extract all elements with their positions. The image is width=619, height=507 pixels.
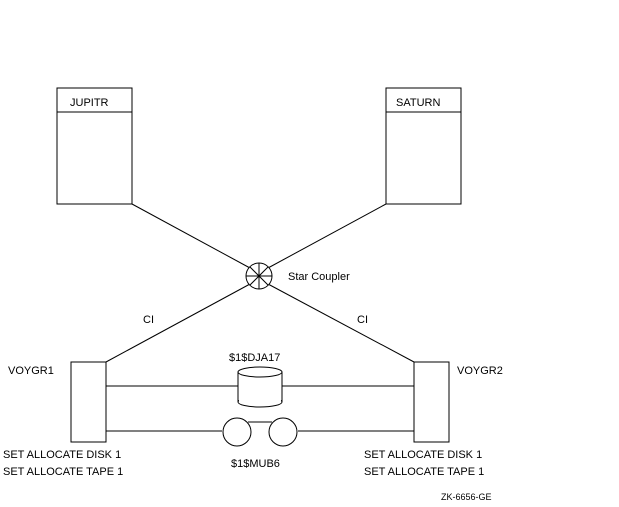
star-coupler: [245, 262, 273, 290]
voygr2-label: VOYGR2: [457, 365, 503, 377]
ci-label-left: CI: [143, 314, 154, 326]
saturn-node: SATURN: [385, 87, 462, 205]
voygr2-cmd-tape: SET ALLOCATE TAPE 1: [364, 466, 484, 478]
voygr2-node: [413, 361, 450, 443]
link-saturn-star: [267, 203, 387, 269]
voygr1-cmd-tape: SET ALLOCATE TAPE 1: [3, 466, 123, 478]
voygr2-cmd-disk: SET ALLOCATE DISK 1: [364, 449, 482, 461]
jupitr-node: JUPITR: [56, 87, 133, 205]
saturn-label: SATURN: [396, 97, 440, 109]
tape-icon: [222, 417, 298, 447]
figure-id: ZK-6656-GE: [441, 492, 492, 502]
link-jupitr-star: [131, 203, 251, 269]
voygr1-label: VOYGR1: [8, 365, 54, 377]
tape-label: $1$MUB6: [231, 458, 280, 470]
voygr1-node: [70, 361, 107, 443]
voygr1-cmd-disk: SET ALLOCATE DISK 1: [3, 449, 121, 461]
link-voygr2-star: [267, 283, 415, 363]
disk-icon: [237, 366, 283, 408]
ci-label-right: CI: [357, 314, 368, 326]
disk-label: $1$DJA17: [229, 352, 280, 364]
link-voygr1-star: [105, 283, 251, 363]
star-coupler-label: Star Coupler: [288, 271, 350, 283]
jupitr-label: JUPITR: [70, 97, 109, 109]
